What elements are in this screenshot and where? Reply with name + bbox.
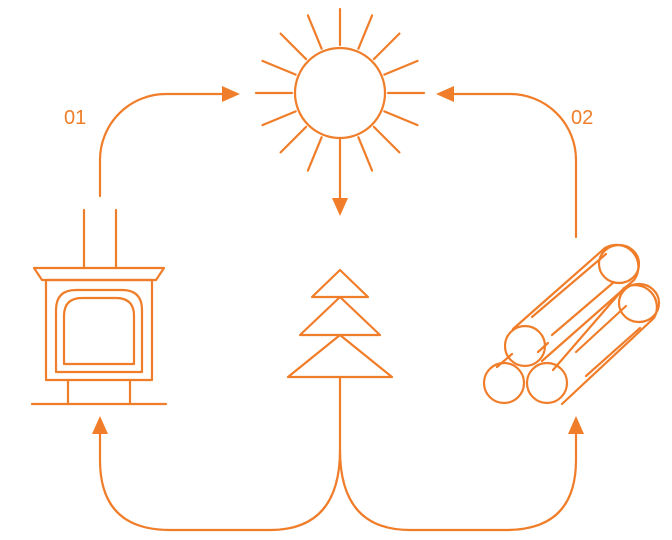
step-label-01: 01: [64, 107, 86, 129]
tree-icon: [286, 268, 394, 379]
arrow-stove-to-sun: [98, 86, 240, 198]
log-end-top: [503, 324, 547, 368]
sun-rays: [254, 7, 426, 172]
arrow-logs-to-sun: [436, 86, 578, 239]
step-label-02: 02: [571, 107, 593, 129]
wood-stove-icon: [30, 208, 168, 406]
log-end-right: [525, 361, 569, 405]
arrow-tree-to-logs: [338, 416, 584, 532]
firewood-logs-icon: [482, 243, 661, 406]
arrow-sun-to-tree: [332, 136, 348, 216]
arrow-tree-to-stove: [92, 376, 342, 532]
log-end-left: [482, 361, 526, 405]
